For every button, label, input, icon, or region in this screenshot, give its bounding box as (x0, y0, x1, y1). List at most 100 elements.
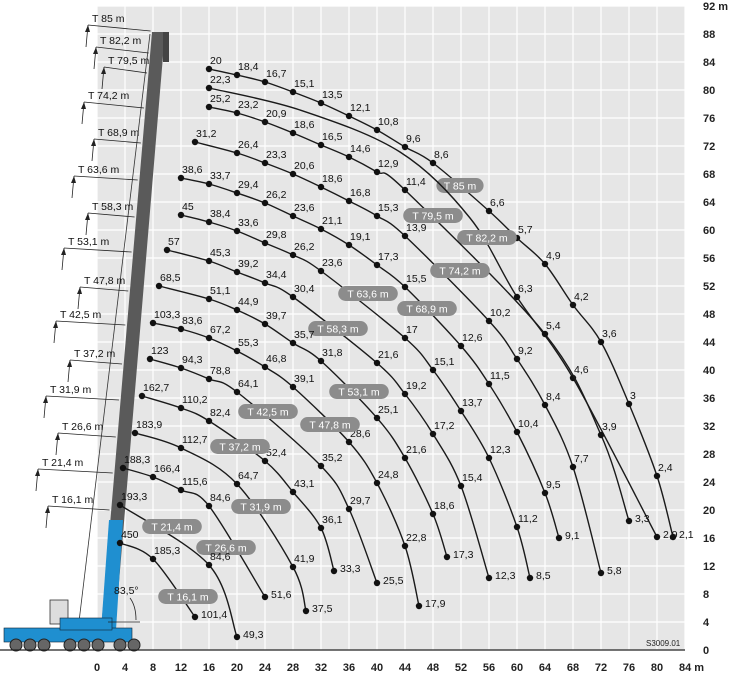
load-value: 23,2 (238, 99, 259, 111)
load-point (373, 359, 381, 367)
load-point (485, 574, 493, 582)
x-tick-label: 8 (150, 662, 156, 674)
load-value: 103,3 (154, 309, 180, 321)
x-tick-label: 40 (371, 662, 383, 674)
boom-length-pill-label: T 53,1 m (338, 387, 379, 399)
load-value: 13,7 (462, 397, 483, 409)
angle-arc (129, 597, 137, 621)
load-point (261, 363, 269, 371)
load-value: 68,5 (160, 272, 181, 284)
load-value: 17,3 (378, 251, 399, 263)
load-value: 20,6 (294, 160, 315, 172)
x-tick-label: 44 (399, 662, 412, 674)
boom-length-label: T 37,2 m (74, 348, 115, 360)
wheel (113, 638, 127, 652)
load-value: 17,9 (425, 598, 446, 610)
load-value: 12,6 (462, 332, 483, 344)
x-tick-label: 4 (122, 662, 129, 674)
load-value: 57 (168, 236, 180, 248)
load-point (261, 593, 269, 601)
load-value: 162,7 (143, 382, 169, 394)
load-value: 5,4 (546, 320, 561, 332)
load-point (289, 170, 297, 178)
load-value: 12,1 (350, 102, 371, 114)
load-value: 33,7 (210, 170, 231, 182)
y-tick-label: 76 (703, 113, 715, 125)
load-point (289, 212, 297, 220)
arrow-up-icon (85, 213, 90, 220)
load-value: 29,7 (350, 495, 371, 507)
load-point (457, 482, 465, 490)
wheel (63, 638, 77, 652)
load-value: 3,3 (635, 513, 650, 525)
x-tick-label: 68 (567, 662, 579, 674)
load-value: 112,7 (182, 434, 208, 446)
load-value: 22,8 (406, 532, 427, 544)
boom-length-tag: T 68,9 m (91, 127, 141, 162)
wheel (91, 638, 105, 652)
load-point (345, 438, 353, 446)
load-value: 15,5 (406, 273, 427, 285)
load-value: 185,3 (154, 545, 180, 557)
arrow-up-icon (77, 287, 82, 294)
load-value: 4,6 (574, 364, 589, 376)
load-point (205, 65, 213, 73)
y-tick-label: 48 (703, 309, 715, 321)
load-value: 5,8 (607, 565, 622, 577)
load-point (317, 225, 325, 233)
boom-length-pill (397, 301, 457, 316)
load-point (569, 301, 577, 309)
load-point (289, 251, 297, 259)
load-point (289, 383, 297, 391)
y-tick-label: 16 (703, 533, 715, 545)
y-tick-label: 8 (703, 589, 709, 601)
y-tick-label: 24 (703, 477, 716, 489)
load-value: 11,4 (406, 176, 426, 188)
arrow-up-icon (91, 139, 96, 146)
y-tick-label: 32 (703, 421, 715, 433)
load-point (457, 342, 465, 350)
load-value: 36,1 (322, 514, 343, 526)
x-tick-label: 0 (94, 662, 100, 674)
load-point (289, 293, 297, 301)
x-tick-label: 16 (203, 662, 215, 674)
load-value: 14,6 (350, 143, 371, 155)
leader-line (55, 320, 126, 326)
leader-line (87, 24, 151, 32)
load-point (177, 364, 185, 372)
load-point (205, 334, 213, 342)
load-curve: 193,384,649,3T 21,4 m (116, 491, 264, 641)
load-point (289, 88, 297, 96)
leader-line (37, 468, 113, 474)
load-point (233, 633, 241, 641)
x-tick-label: 32 (315, 662, 327, 674)
boom-length-tag: T 53,1 m (61, 236, 132, 271)
load-point (317, 357, 325, 365)
leader-line (73, 175, 138, 181)
load-point (177, 325, 185, 333)
load-point (373, 479, 381, 487)
x-tick-label: 36 (343, 662, 355, 674)
load-value: 51,6 (271, 589, 292, 601)
boom-length-label: T 42,5 m (60, 309, 101, 321)
load-value: 5,7 (518, 224, 533, 236)
load-point (373, 212, 381, 220)
load-value: 18,6 (434, 500, 455, 512)
load-value: 183,9 (136, 419, 162, 431)
y-tick-label: 12 (703, 561, 715, 573)
load-point (555, 534, 563, 542)
load-value: 64,1 (238, 378, 259, 390)
boom-base-section (101, 520, 123, 630)
load-value: 38,6 (182, 164, 203, 176)
load-point (443, 553, 451, 561)
load-point (233, 480, 241, 488)
load-point (569, 463, 577, 471)
load-point (373, 579, 381, 587)
boom-length-label: T 31,9 m (50, 384, 91, 396)
load-point (205, 295, 213, 303)
hook-block (163, 32, 169, 62)
load-point (526, 574, 534, 582)
